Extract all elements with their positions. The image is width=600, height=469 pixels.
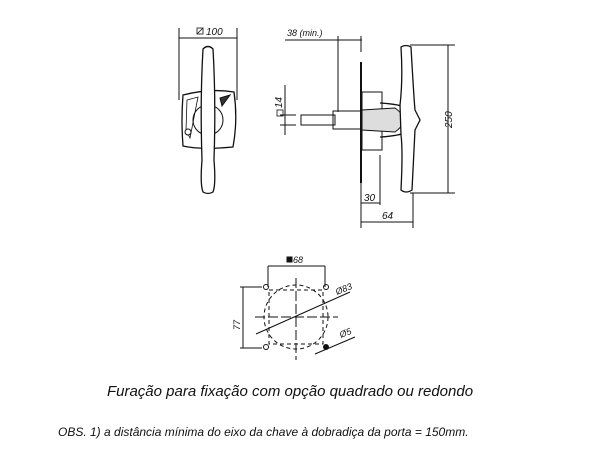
- dim-a-label: 30: [364, 193, 376, 204]
- dim-b-label: 64: [382, 211, 394, 222]
- dim-hole-label: Ø5: [337, 326, 354, 341]
- caption: Furação para fixação com opção quadrado …: [106, 383, 474, 400]
- hole-pattern: 68 77 Ø83 Ø5: [232, 255, 356, 360]
- dim-shaft-label: 14: [274, 96, 285, 108]
- note: OBS. 1) a distância mínima do eixo da ch…: [58, 425, 469, 439]
- handle-front: [200, 45, 216, 195]
- dim-height-label: 250: [444, 111, 455, 129]
- side-view: 38 (min.) 14 250 30 64: [274, 28, 455, 228]
- dim-square-h-label: 68: [293, 255, 303, 265]
- handle-side: [399, 44, 421, 193]
- front-view: 100: [178, 27, 238, 195]
- dim-width-label: 100: [206, 27, 223, 38]
- dim-min-depth-label: 38 (min.): [287, 28, 323, 38]
- dim-square-v-label: 77: [232, 319, 242, 330]
